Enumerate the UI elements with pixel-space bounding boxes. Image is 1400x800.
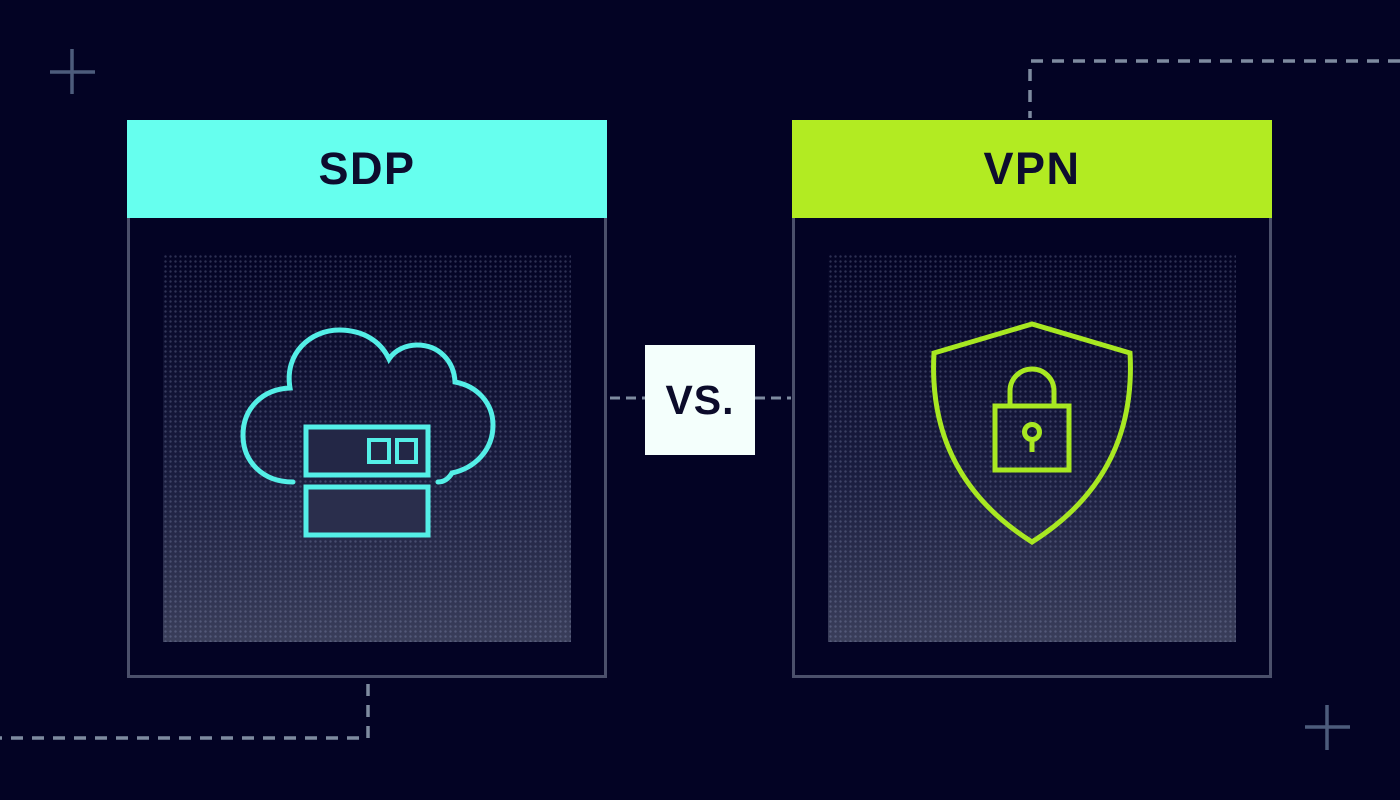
plus-icon-top-left: [50, 49, 95, 94]
dashed-connector-bottom-left: [0, 684, 370, 740]
dashed-connector-top-right: [1028, 59, 1400, 118]
plus-icon-bottom-right: [1305, 705, 1350, 750]
sdp-card: SDP: [127, 120, 607, 678]
vpn-card: VPN: [792, 120, 1272, 678]
sdp-title: SDP: [318, 143, 416, 194]
vpn-card-body: [792, 218, 1272, 678]
vs-label: VS.: [665, 376, 735, 423]
vpn-card-header: VPN: [792, 120, 1272, 218]
vpn-icon-panel: [828, 254, 1236, 642]
vpn-title: VPN: [983, 143, 1081, 194]
sdp-card-header: SDP: [127, 120, 607, 218]
vs-badge: VS.: [645, 345, 755, 455]
sdp-icon-panel: [163, 254, 571, 642]
sdp-card-body: [127, 218, 607, 678]
